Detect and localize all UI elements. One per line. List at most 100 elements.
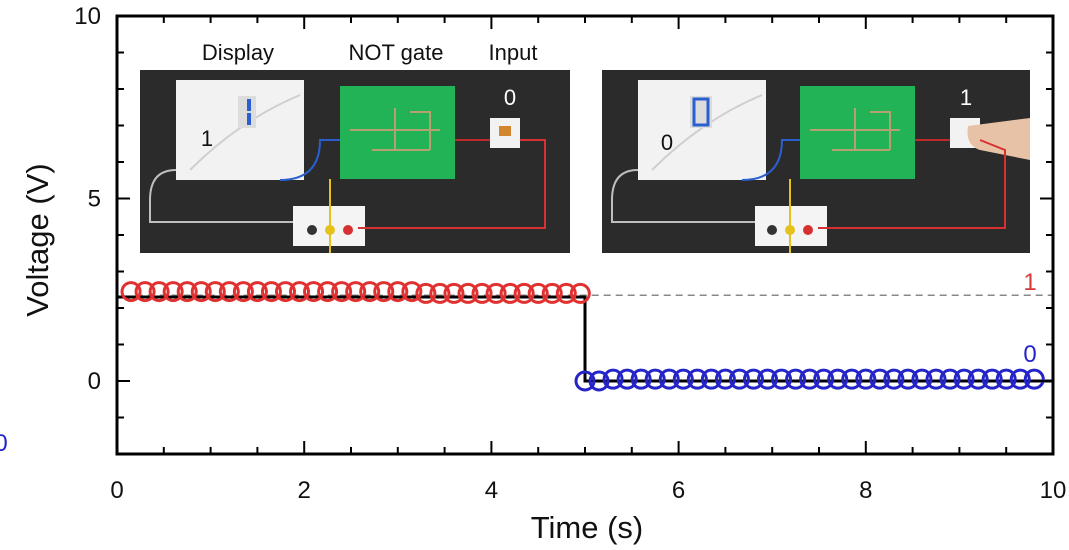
series-1-point (785, 368, 807, 390)
series-1-point (700, 368, 722, 390)
x-tick-label: 2 (298, 477, 311, 504)
inset-1-input-label: Input (489, 40, 538, 65)
inset-1-display-label: Display (202, 40, 274, 65)
series-1-point (897, 368, 919, 390)
x-tick-label: 4 (485, 477, 498, 504)
series-1-point (1009, 368, 1031, 390)
series-1-point (981, 368, 1003, 390)
inset-1-wire-blue (279, 139, 340, 181)
series-0-point (443, 282, 465, 304)
series-0-point (373, 281, 395, 303)
series-0-point (246, 281, 268, 303)
inset-1-gate-label: NOT gate (349, 40, 444, 65)
series-layer (120, 281, 1045, 392)
series-1-point (630, 368, 652, 390)
series-1-point (658, 368, 680, 390)
series-0-point (387, 281, 409, 303)
series-1 (574, 368, 1045, 392)
series-0-point (401, 281, 423, 303)
inset-1-terminal-black (307, 225, 317, 235)
series-1-point (995, 368, 1017, 390)
series-0-point (499, 282, 521, 304)
inset-1-input-value: 0 (504, 85, 516, 110)
series-1-point (869, 368, 891, 390)
series-0-point (120, 281, 142, 303)
series-1-point (742, 368, 764, 390)
edge-annotation: 0 (0, 430, 8, 457)
reference-line-label: 1 (1023, 269, 1036, 296)
series-1-point (757, 368, 779, 390)
series-0 (120, 281, 591, 304)
inset-2-segment-zero (692, 97, 710, 127)
series-1-point (588, 370, 610, 392)
series-1-point (799, 368, 821, 390)
series-0-point (274, 281, 296, 303)
x-tick-label: 0 (110, 477, 123, 504)
x-tick-label: 10 (1040, 477, 1067, 504)
series-0-point (232, 281, 254, 303)
inset-1-segment-bar-a (247, 99, 251, 111)
inset-2-wire-red (818, 139, 1006, 229)
inset-1-gate-board (340, 86, 455, 179)
x-tick-label: 8 (859, 477, 872, 504)
series-0-point (260, 281, 282, 303)
inset-2-finger (967, 118, 1030, 160)
inset-2-display-value: 0 (661, 130, 673, 155)
inset-1-wire-red (358, 139, 546, 229)
series-1-point (714, 368, 736, 390)
series-0-point (317, 281, 339, 303)
series-1-point (925, 368, 947, 390)
y-axis-title: Voltage (V) (20, 163, 55, 316)
series-0-point (569, 282, 591, 304)
series-0-point (331, 281, 353, 303)
series-0-point (513, 282, 535, 304)
inset-1-segment-display (238, 96, 256, 128)
series-1-point (672, 368, 694, 390)
inset-1-wire-gray (149, 169, 293, 223)
inset-photos: Display NOT gate Input 0 1 1 (140, 40, 1030, 253)
series-1-point (728, 368, 750, 390)
series-0-point (555, 282, 577, 304)
inset-2-wire-gray (611, 169, 755, 223)
series-0-point (415, 282, 437, 304)
series-0-point (303, 281, 325, 303)
series-0-point (148, 281, 170, 303)
series-0-point (485, 282, 507, 304)
series-0-point (190, 281, 212, 303)
inset-1-segment-bar-b (247, 113, 251, 125)
series-0-point (345, 281, 367, 303)
axes-layer (115, 14, 1055, 456)
series-1-point (813, 368, 835, 390)
inset-1-display-value: 1 (201, 126, 213, 151)
series-1-point (616, 368, 638, 390)
y-tick-label: 0 (88, 368, 101, 395)
series-0-point (471, 282, 493, 304)
series-0-point (162, 281, 184, 303)
series-1-point (644, 368, 666, 390)
series-1-point (939, 368, 961, 390)
series-low-label: 0 (1023, 341, 1036, 368)
series-1-point (602, 368, 624, 390)
inset-1-gate-traces (350, 108, 440, 151)
x-tick-label: 6 (672, 477, 685, 504)
inset-2-wire-blue (741, 139, 800, 181)
series-0-point (429, 282, 451, 304)
series-1-point (911, 368, 933, 390)
inset-2-terminal-black (767, 225, 777, 235)
series-1-point (574, 370, 596, 392)
series-1-point (855, 368, 877, 390)
series-0-point (541, 282, 563, 304)
series-1-point (771, 368, 793, 390)
series-0-point (218, 281, 240, 303)
inset-1-terminal-red (343, 225, 353, 235)
series-1-point (967, 368, 989, 390)
series-1-point (1023, 368, 1045, 390)
series-1-point (827, 368, 849, 390)
inset-2-gate-traces (810, 108, 900, 151)
series-1-point (686, 368, 708, 390)
series-1-point (883, 368, 905, 390)
series-0-point (289, 281, 311, 303)
y-tick-label: 5 (88, 186, 101, 213)
